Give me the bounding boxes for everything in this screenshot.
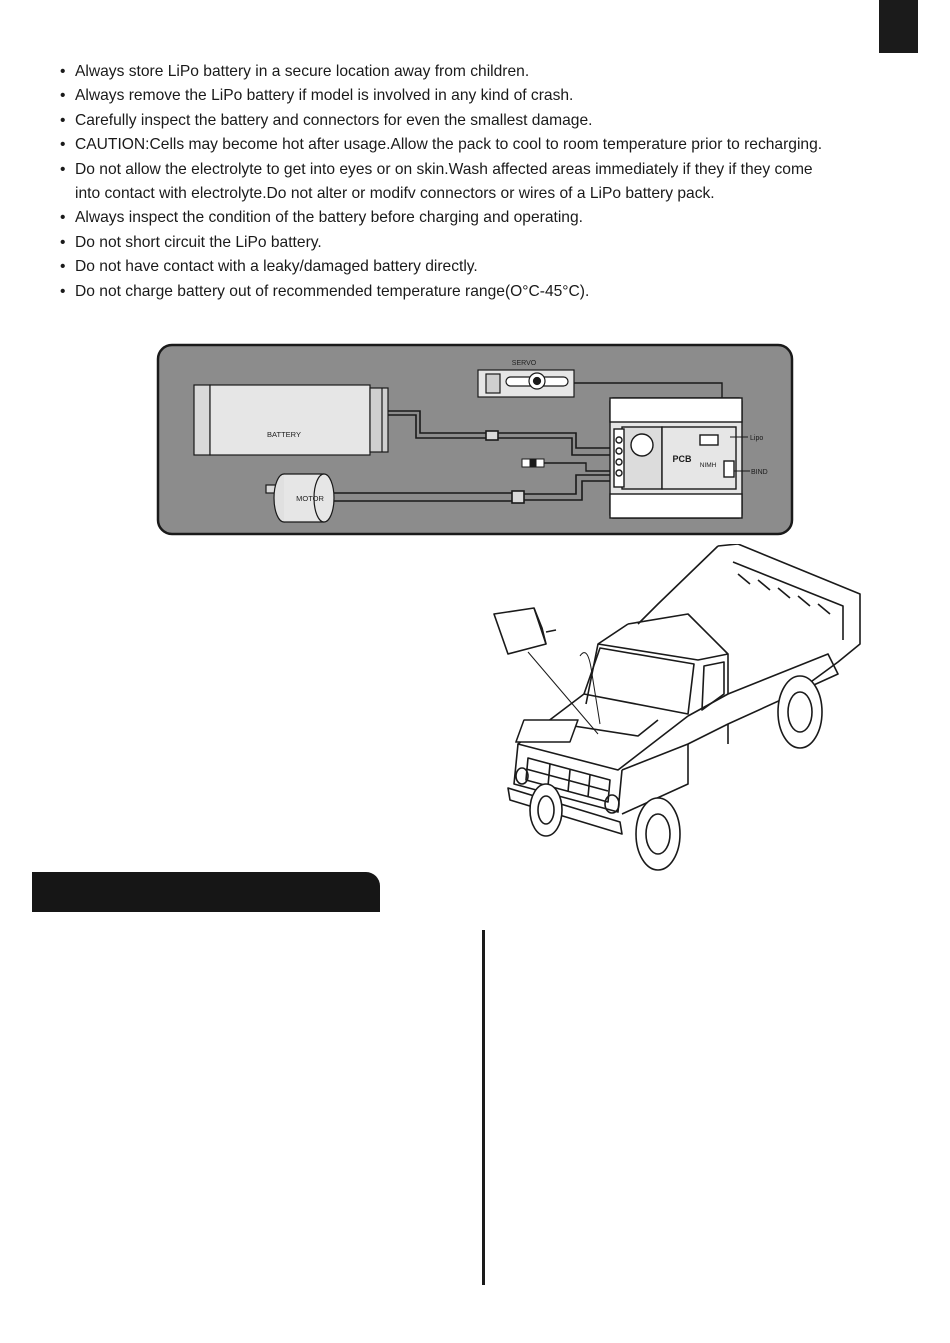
safety-note: Carefully inspect the battery and connec… xyxy=(60,109,940,134)
switch-wire xyxy=(544,462,616,472)
pcb-label: PCB xyxy=(672,454,692,464)
safety-notes-list: Always store LiPo battery in a secure lo… xyxy=(60,60,940,304)
nimh-label: NIMH xyxy=(700,462,717,469)
safety-note: Do not allow the electrolyte to get into… xyxy=(60,158,940,183)
safety-note: Always remove the LiPo battery if model … xyxy=(60,84,940,109)
section-header-bar xyxy=(32,872,380,912)
safety-note: Always inspect the condition of the batt… xyxy=(60,206,940,231)
motor-illustration xyxy=(265,473,335,523)
motor-wires xyxy=(334,474,616,504)
safety-note-continued: into contact with electrolyte.Do not alt… xyxy=(75,185,715,203)
truck-illustration xyxy=(493,544,861,871)
wiring-diagram: BATTERY SERVO MOTOR xyxy=(156,343,794,536)
motor-label: MOTOR xyxy=(296,494,324,503)
servo-illustration xyxy=(477,369,575,398)
lipo-label: Lipo xyxy=(750,435,763,442)
battery-illustration xyxy=(193,384,389,456)
safety-note: Always store LiPo battery in a secure lo… xyxy=(60,60,940,85)
pcb-board xyxy=(609,397,743,519)
safety-note: CAUTION:Cells may become hot after usage… xyxy=(60,133,940,158)
battery-label: BATTERY xyxy=(267,430,301,439)
safety-note: Do not charge battery out of recommended… xyxy=(60,280,940,305)
safety-note: Do not short circuit the LiPo battery. xyxy=(60,231,940,256)
battery-wires xyxy=(388,410,616,456)
safety-note: Do not have contact with a leaky/damaged… xyxy=(60,255,940,280)
charger-icon xyxy=(493,607,547,655)
column-divider xyxy=(482,930,485,1285)
switch-illustration xyxy=(521,458,545,468)
page-corner-tab xyxy=(879,0,918,53)
servo-label: SERVO xyxy=(512,360,537,367)
bind-label: BIND xyxy=(751,469,768,476)
